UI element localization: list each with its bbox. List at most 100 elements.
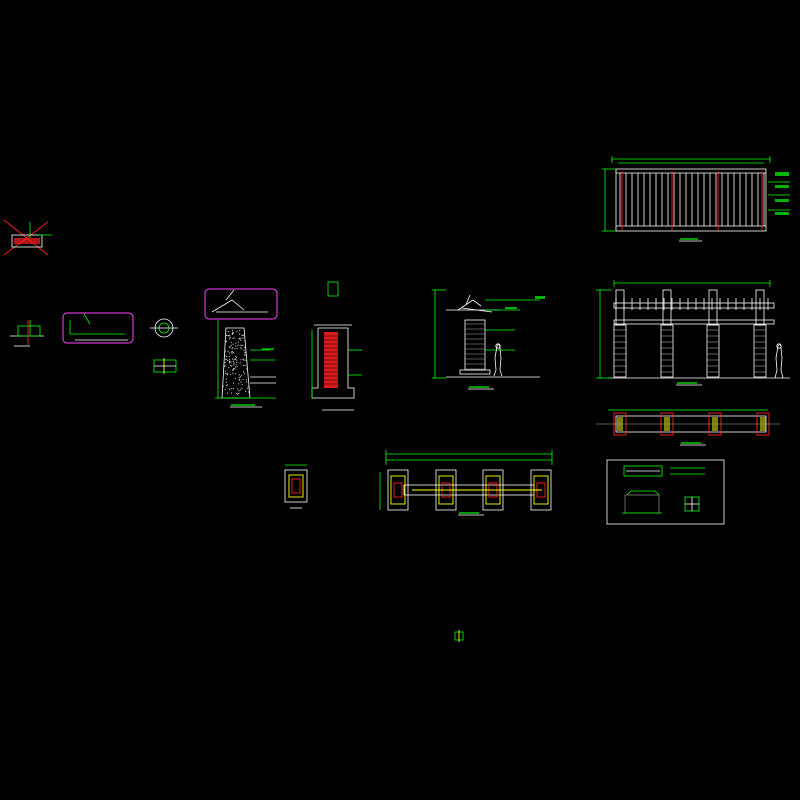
stone-texture — [245, 381, 247, 383]
stone-texture — [230, 392, 232, 394]
stone-texture — [225, 334, 227, 336]
stone-texture — [242, 378, 244, 381]
stone-texture — [224, 388, 226, 390]
stone-texture — [224, 365, 226, 367]
footing-outline — [387, 469, 409, 511]
stone-texture — [244, 365, 246, 367]
stone-texture — [233, 352, 235, 354]
foundation-plan — [379, 450, 553, 516]
stone-column-elevation — [204, 288, 278, 408]
footing-column — [393, 482, 403, 498]
stone-texture — [233, 337, 235, 339]
column-section — [432, 289, 545, 390]
stone-texture — [233, 364, 235, 366]
stone-texture — [239, 362, 241, 364]
stone-texture — [240, 376, 242, 378]
stone-texture — [231, 332, 233, 334]
stone-texture — [235, 364, 237, 366]
stone-texture — [232, 331, 234, 333]
stone-texture — [233, 387, 235, 390]
stone-texture — [235, 345, 237, 347]
stone-texture — [240, 381, 242, 383]
column-base — [613, 324, 627, 378]
stone-texture — [235, 373, 237, 375]
stone-texture — [237, 344, 239, 346]
stone-texture — [235, 355, 237, 358]
stone-texture — [238, 378, 240, 380]
stone-texture — [224, 340, 226, 342]
stone-texture — [237, 388, 239, 390]
stone-texture — [247, 387, 249, 390]
stone-texture — [238, 376, 240, 378]
stone-texture — [227, 359, 229, 362]
stone-texture — [242, 334, 244, 336]
stone-texture — [236, 347, 238, 349]
stone-texture — [236, 359, 238, 361]
stone-texture — [232, 361, 235, 363]
column-base — [706, 324, 720, 378]
stone-texture — [224, 355, 226, 357]
stone-texture — [225, 385, 228, 387]
stone-texture — [234, 347, 236, 350]
stone-texture — [231, 388, 233, 390]
stone-texture — [245, 390, 247, 392]
stone-texture — [236, 361, 238, 363]
stone-texture — [232, 337, 234, 339]
stone-texture — [244, 340, 246, 342]
stone-texture — [241, 344, 243, 346]
stone-texture — [226, 374, 229, 376]
stone-texture — [244, 373, 246, 375]
stone-texture — [242, 345, 244, 347]
stone-texture — [232, 369, 234, 371]
stone-texture — [236, 366, 238, 368]
pergola-top-elevation — [602, 156, 790, 242]
stone-texture — [223, 366, 225, 368]
stone-texture — [235, 392, 237, 394]
stone-texture — [240, 359, 242, 361]
stone-texture — [240, 347, 242, 349]
stone-texture — [226, 372, 228, 375]
stone-texture — [226, 392, 228, 394]
stone-texture — [231, 365, 233, 367]
stone-texture — [238, 390, 240, 392]
stone-texture — [232, 343, 234, 345]
stone-texture — [244, 354, 246, 356]
stone-texture — [227, 350, 229, 352]
stone-texture — [230, 341, 232, 343]
stone-texture — [240, 348, 242, 350]
stone-texture — [239, 333, 241, 335]
stone-texture — [241, 387, 243, 389]
stone-texture — [234, 366, 236, 368]
pergola-column-plan — [596, 409, 780, 446]
stone-texture — [241, 383, 243, 386]
stone-texture — [236, 331, 238, 333]
stone-texture — [226, 384, 228, 386]
stone-texture — [242, 364, 244, 366]
stone-texture — [228, 356, 230, 358]
stone-texture — [247, 386, 249, 388]
column-base — [753, 324, 767, 378]
stone-texture — [245, 379, 248, 381]
stone-texture — [229, 345, 231, 347]
stone-texture — [224, 350, 226, 352]
stone-texture — [243, 359, 245, 361]
stone-texture — [230, 344, 232, 346]
stone-texture — [234, 368, 236, 370]
stone-texture — [238, 392, 240, 395]
stone-texture — [241, 334, 243, 336]
stone-texture — [229, 364, 231, 366]
stone-texture — [234, 377, 237, 379]
stone-texture — [235, 342, 237, 344]
stone-texture — [229, 337, 231, 339]
stone-texture — [233, 359, 235, 361]
stone-texture — [244, 351, 246, 353]
stone-texture — [237, 341, 239, 343]
stone-texture — [240, 389, 242, 391]
stone-texture — [231, 351, 233, 353]
stone-texture — [228, 367, 230, 369]
stone-texture — [243, 335, 246, 337]
stone-texture — [231, 352, 233, 354]
stone-texture — [234, 358, 236, 360]
stone-texture — [240, 337, 242, 339]
